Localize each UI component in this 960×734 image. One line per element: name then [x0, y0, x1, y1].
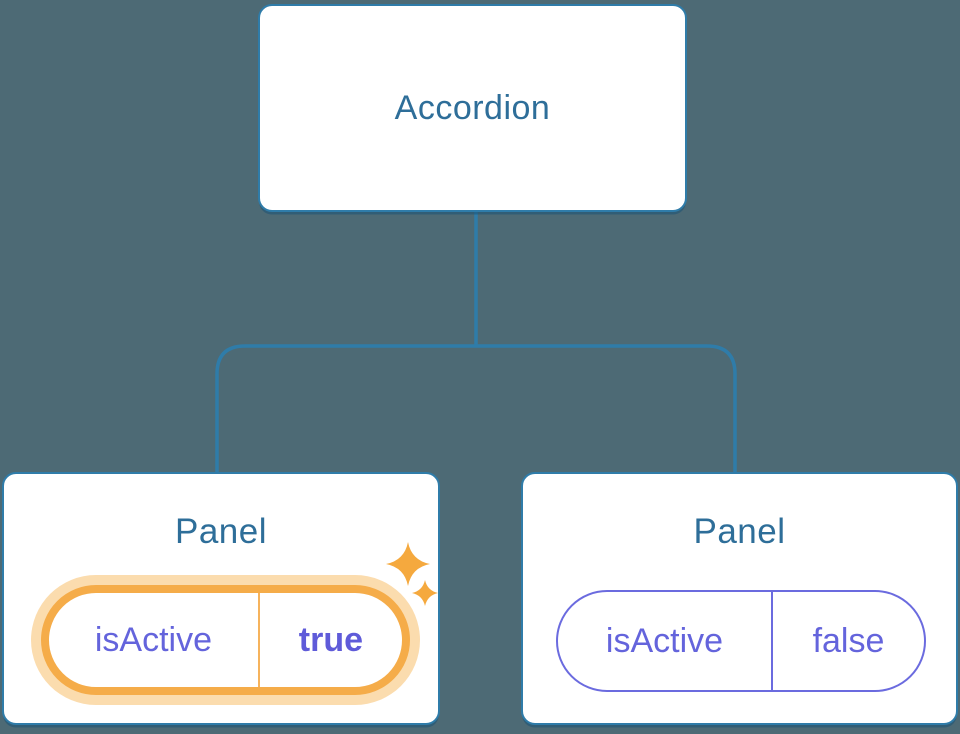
root-node-accordion: Accordion	[258, 4, 687, 212]
sparkles-icon	[386, 542, 438, 606]
prop-value: true	[298, 620, 364, 659]
root-node-label: Accordion	[394, 88, 551, 127]
panel-title: Panel	[174, 512, 268, 551]
state-pill-active: isActive true	[41, 585, 410, 695]
state-pill-inactive: isActive false	[556, 590, 926, 692]
prop-value: false	[812, 621, 885, 660]
prop-name: isActive	[49, 593, 260, 687]
panel-node-inactive: Panel isActive false	[521, 472, 958, 725]
prop-name: isActive	[558, 592, 773, 690]
panel-node-active: Panel isActive true	[2, 472, 440, 725]
panel-title: Panel	[693, 512, 786, 551]
